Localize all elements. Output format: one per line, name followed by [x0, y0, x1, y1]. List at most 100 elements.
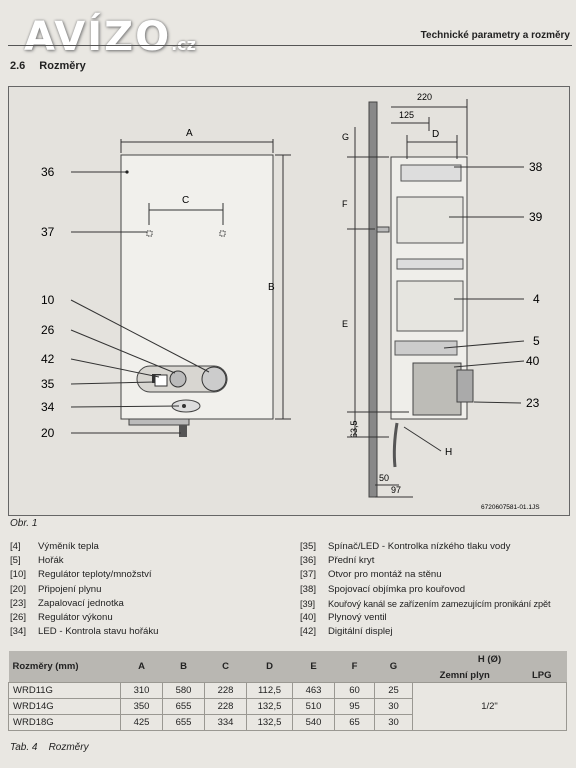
legend-key: [35] [300, 541, 317, 552]
label-5: 5 [533, 334, 540, 348]
dim-50-label: 50 [379, 473, 389, 483]
label-38: 38 [529, 160, 543, 174]
legend-item: [36]Přední kryt [300, 554, 550, 568]
cell-e: 463 [292, 682, 335, 699]
dim-97-label: 97 [391, 485, 401, 495]
label-35: 35 [41, 377, 55, 391]
draught-diverter [396, 196, 464, 244]
legend-key: [40] [300, 612, 317, 624]
table-row: WRD11G 310 580 228 112,5 463 60 25 1/2" [8, 682, 567, 731]
table-row: WRD18G 425 655 334 132,5 540 65 30 [8, 714, 567, 731]
cell-f: 95 [334, 698, 375, 715]
cell-d: 112,5 [246, 682, 293, 699]
dim-b-label: B [268, 282, 275, 293]
cell-c: 334 [204, 714, 247, 731]
legend-text: Regulátor teploty/množství [38, 569, 152, 581]
page-header-title: Technické parametry a rozměry [420, 30, 570, 41]
legend-text: Otvor pro montáž na stěnu [328, 569, 442, 581]
legend-item: [38] Spojovací objímka pro kouřovod [300, 583, 550, 597]
cell-g: 30 [374, 714, 413, 731]
label-40: 40 [526, 354, 540, 368]
cell-g: 30 [374, 698, 413, 715]
heat-exchanger [396, 280, 464, 332]
dim-f-label: F [342, 199, 348, 209]
dim-h-leader [403, 426, 442, 452]
legend-item: [40] Plynový ventil [300, 611, 550, 625]
leader-35 [70, 381, 155, 385]
dimension-figure: A C B 36 37 10 26 42 35 [8, 86, 570, 516]
legend-key: [26] [10, 612, 27, 624]
legend-text: Spojovací objímka pro kouřovod [328, 583, 466, 595]
legend-key: [39] [300, 598, 315, 609]
label-37: 37 [41, 225, 55, 239]
label-39: 39 [529, 210, 543, 224]
wall-hook [376, 226, 390, 233]
cell-a: 425 [120, 714, 163, 731]
dim-125-label: 125 [399, 110, 414, 120]
cell-h-value: 1/2" [412, 682, 567, 731]
header-divider [8, 45, 572, 46]
dimensions-table: Rozměry (mm) A B C D E F G H (Ø) Zemní p… [8, 651, 567, 731]
legend-text: Plynový ventil [328, 612, 387, 624]
cell-c: 228 [204, 682, 247, 699]
label-26: 26 [41, 323, 55, 337]
temperature-regulator-knob [201, 366, 227, 392]
cell-b: 655 [162, 714, 205, 731]
dim-a-label: A [186, 128, 193, 139]
col-header-b: B [162, 651, 205, 683]
leader-26 [70, 329, 176, 374]
legend-key: [5] [10, 555, 21, 567]
legend-item: [5] Hořák [10, 554, 159, 568]
col-header-f: F [334, 651, 375, 683]
gas-valve [412, 362, 462, 416]
legend-key: [23] [10, 597, 27, 609]
cell-d: 132,5 [246, 698, 293, 715]
legend-text: Hořák [38, 555, 64, 567]
gas-pipe [392, 422, 399, 468]
col-header-lpg: LPG [517, 668, 567, 683]
label-4: 4 [533, 292, 540, 306]
cell-c: 228 [204, 698, 247, 715]
cell-b: 580 [162, 682, 205, 699]
cell-f: 65 [334, 714, 375, 731]
dimension-drawing: A C B 36 37 10 26 42 35 [41, 92, 543, 511]
table-subheader-row: Zemní plyn LPG [9, 668, 567, 683]
digital-display [154, 374, 168, 387]
figure-caption: Obr. 1 [10, 518, 38, 529]
col-header-c: C [204, 651, 247, 683]
leader-42 [70, 358, 160, 378]
mount-hole-right [219, 230, 226, 237]
dim-e-label: E [342, 319, 348, 329]
col-header-g: G [374, 651, 413, 683]
table-caption: Tab. 4 Rozměry [10, 742, 89, 753]
legend-key: [38] [300, 583, 317, 595]
legend-item: [42]Digitální displej [300, 625, 550, 639]
legend-right: [35]Spínač/LED - Kontrolka nízkého tlaku… [300, 540, 551, 639]
burner-led [182, 404, 186, 408]
table-row: WRD14G 350 655 228 132,5 510 95 30 [8, 698, 567, 715]
col-header-model: Rozměry (mm) [8, 651, 121, 683]
col-header-d: D [246, 651, 293, 683]
legend-key: [34] [10, 626, 27, 638]
legend-key: [36] [300, 555, 317, 567]
tube-row [396, 258, 464, 270]
dim-d-label: D [432, 129, 439, 140]
watermark-tld: .cz [171, 35, 196, 54]
watermark-brand: AVÍZO [24, 14, 172, 60]
legend-key: [20] [10, 583, 27, 595]
leader-34 [70, 405, 180, 408]
legend-text: Zapalovací jednotka [38, 597, 124, 609]
cell-f: 60 [334, 682, 375, 699]
leader-10 [70, 299, 210, 373]
cell-model: WRD11G [8, 682, 121, 699]
cell-b: 655 [162, 698, 205, 715]
dim-h-label: H [445, 447, 452, 458]
legend-text: Digitální displej [328, 626, 393, 638]
cell-model: WRD18G [8, 714, 121, 731]
leader-dot-36 [125, 170, 129, 174]
leader-40 [453, 360, 525, 368]
legend-left: [4]Výměník tepla [5]Hořák [10]Regulátor … [10, 540, 159, 639]
flue-connector [400, 164, 462, 182]
gas-connection [179, 425, 187, 437]
